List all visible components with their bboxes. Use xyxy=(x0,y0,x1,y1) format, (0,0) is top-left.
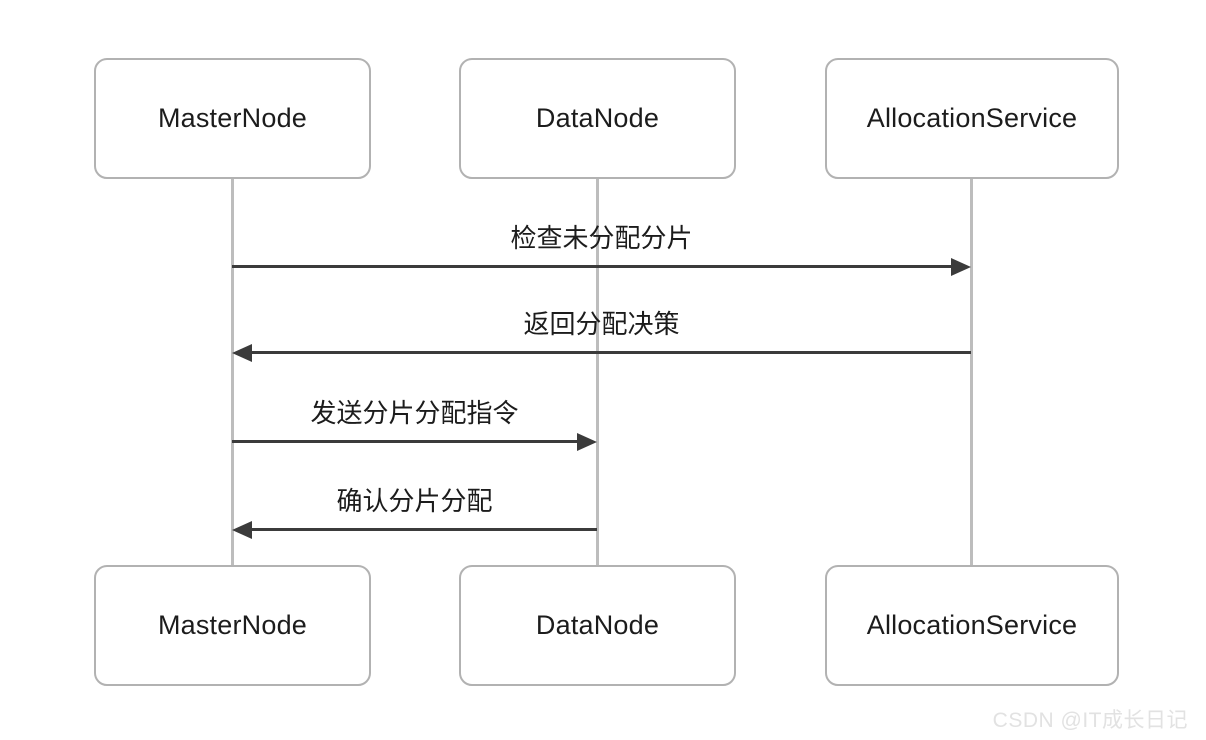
participant-box-datanode-bottom[interactable]: DataNode xyxy=(459,565,736,686)
participant-label-allocationservice-top: AllocationService xyxy=(866,103,1078,133)
message-3-arrowhead-right-icon xyxy=(577,432,597,451)
message-2-arrowhead-left-icon xyxy=(232,343,252,362)
message-3-label: 发送分片分配指令 xyxy=(310,398,519,429)
message-4-label: 确认分片分配 xyxy=(336,486,493,517)
message-4-line xyxy=(252,528,597,531)
message-2-label: 返回分配决策 xyxy=(523,309,680,340)
lifeline-allocationservice xyxy=(969,179,973,566)
message-4-arrowhead-left-icon xyxy=(232,520,252,539)
watermark: CSDN @IT成长日记 xyxy=(992,709,1188,732)
message-2-line xyxy=(252,351,971,354)
message-1-label: 检查未分配分片 xyxy=(510,223,693,254)
participant-label-masternode-top: MasterNode xyxy=(157,103,308,133)
message-1-line xyxy=(232,265,951,268)
participant-label-datanode-top: DataNode xyxy=(535,103,660,133)
participant-box-masternode-bottom[interactable]: MasterNode xyxy=(94,565,371,686)
lifeline-datanode xyxy=(595,179,599,566)
participant-box-allocationservice-bottom[interactable]: AllocationService xyxy=(825,565,1119,686)
message-3-line xyxy=(232,440,577,443)
participant-label-masternode-bottom: MasterNode xyxy=(157,610,308,640)
participant-label-datanode-bottom: DataNode xyxy=(535,610,660,640)
lifeline-masternode xyxy=(230,179,234,566)
participant-box-allocationservice-top[interactable]: AllocationService xyxy=(825,58,1119,179)
message-1-arrowhead-right-icon xyxy=(951,257,971,276)
participant-box-masternode-top[interactable]: MasterNode xyxy=(94,58,371,179)
participant-box-datanode-top[interactable]: DataNode xyxy=(459,58,736,179)
participant-label-allocationservice-bottom: AllocationService xyxy=(866,610,1078,640)
